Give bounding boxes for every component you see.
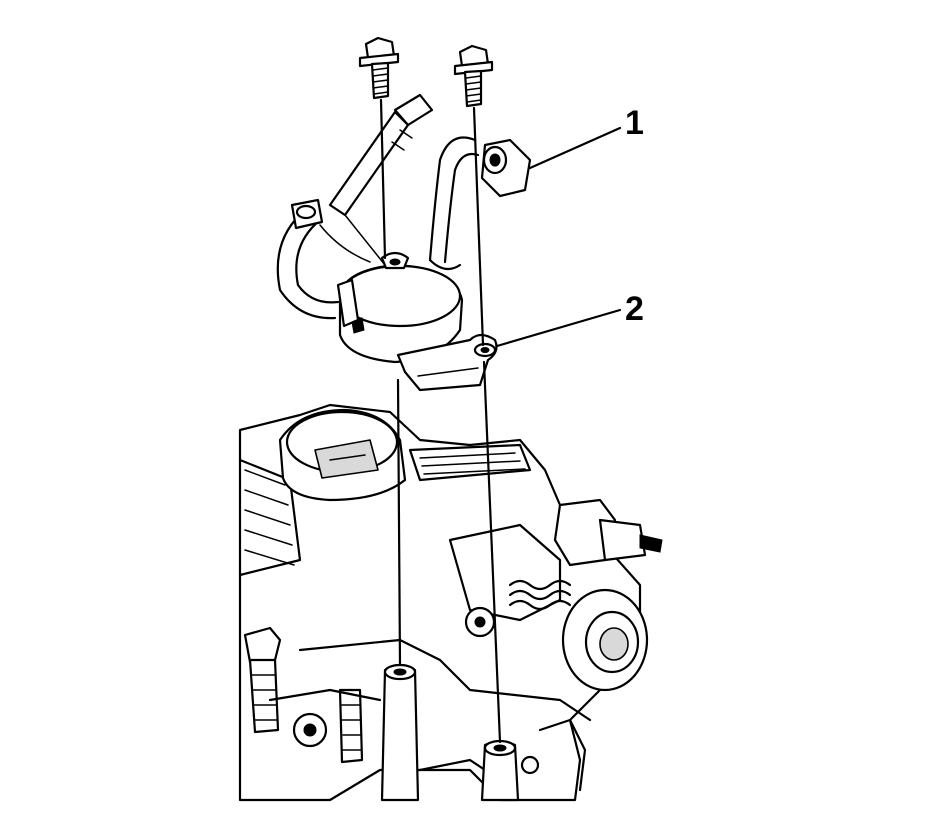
callout-2: 2 — [495, 290, 644, 348]
oil-filler-cap — [278, 408, 407, 502]
spring-component — [508, 579, 572, 611]
pcv-valve-assembly — [276, 93, 532, 392]
hose-nut — [480, 138, 532, 198]
bolt-right — [453, 44, 494, 108]
callout-2-label: 2 — [625, 290, 644, 328]
gasket — [396, 333, 498, 392]
callout-1-label: 1 — [625, 104, 644, 142]
electrical-connector — [553, 498, 663, 567]
mount-boss-left — [380, 663, 420, 802]
callout-2-leader — [495, 308, 622, 348]
pcv-valve-cap — [336, 263, 464, 364]
engine-assembly — [238, 403, 663, 802]
alignment-lines — [379, 98, 502, 744]
bolt-left — [358, 36, 400, 100]
callout-1: 1 — [528, 104, 644, 170]
mount-boss-right — [480, 739, 540, 802]
callout-1-leader — [528, 126, 622, 170]
round-actuator — [561, 588, 649, 692]
lower-fittings — [243, 626, 364, 764]
